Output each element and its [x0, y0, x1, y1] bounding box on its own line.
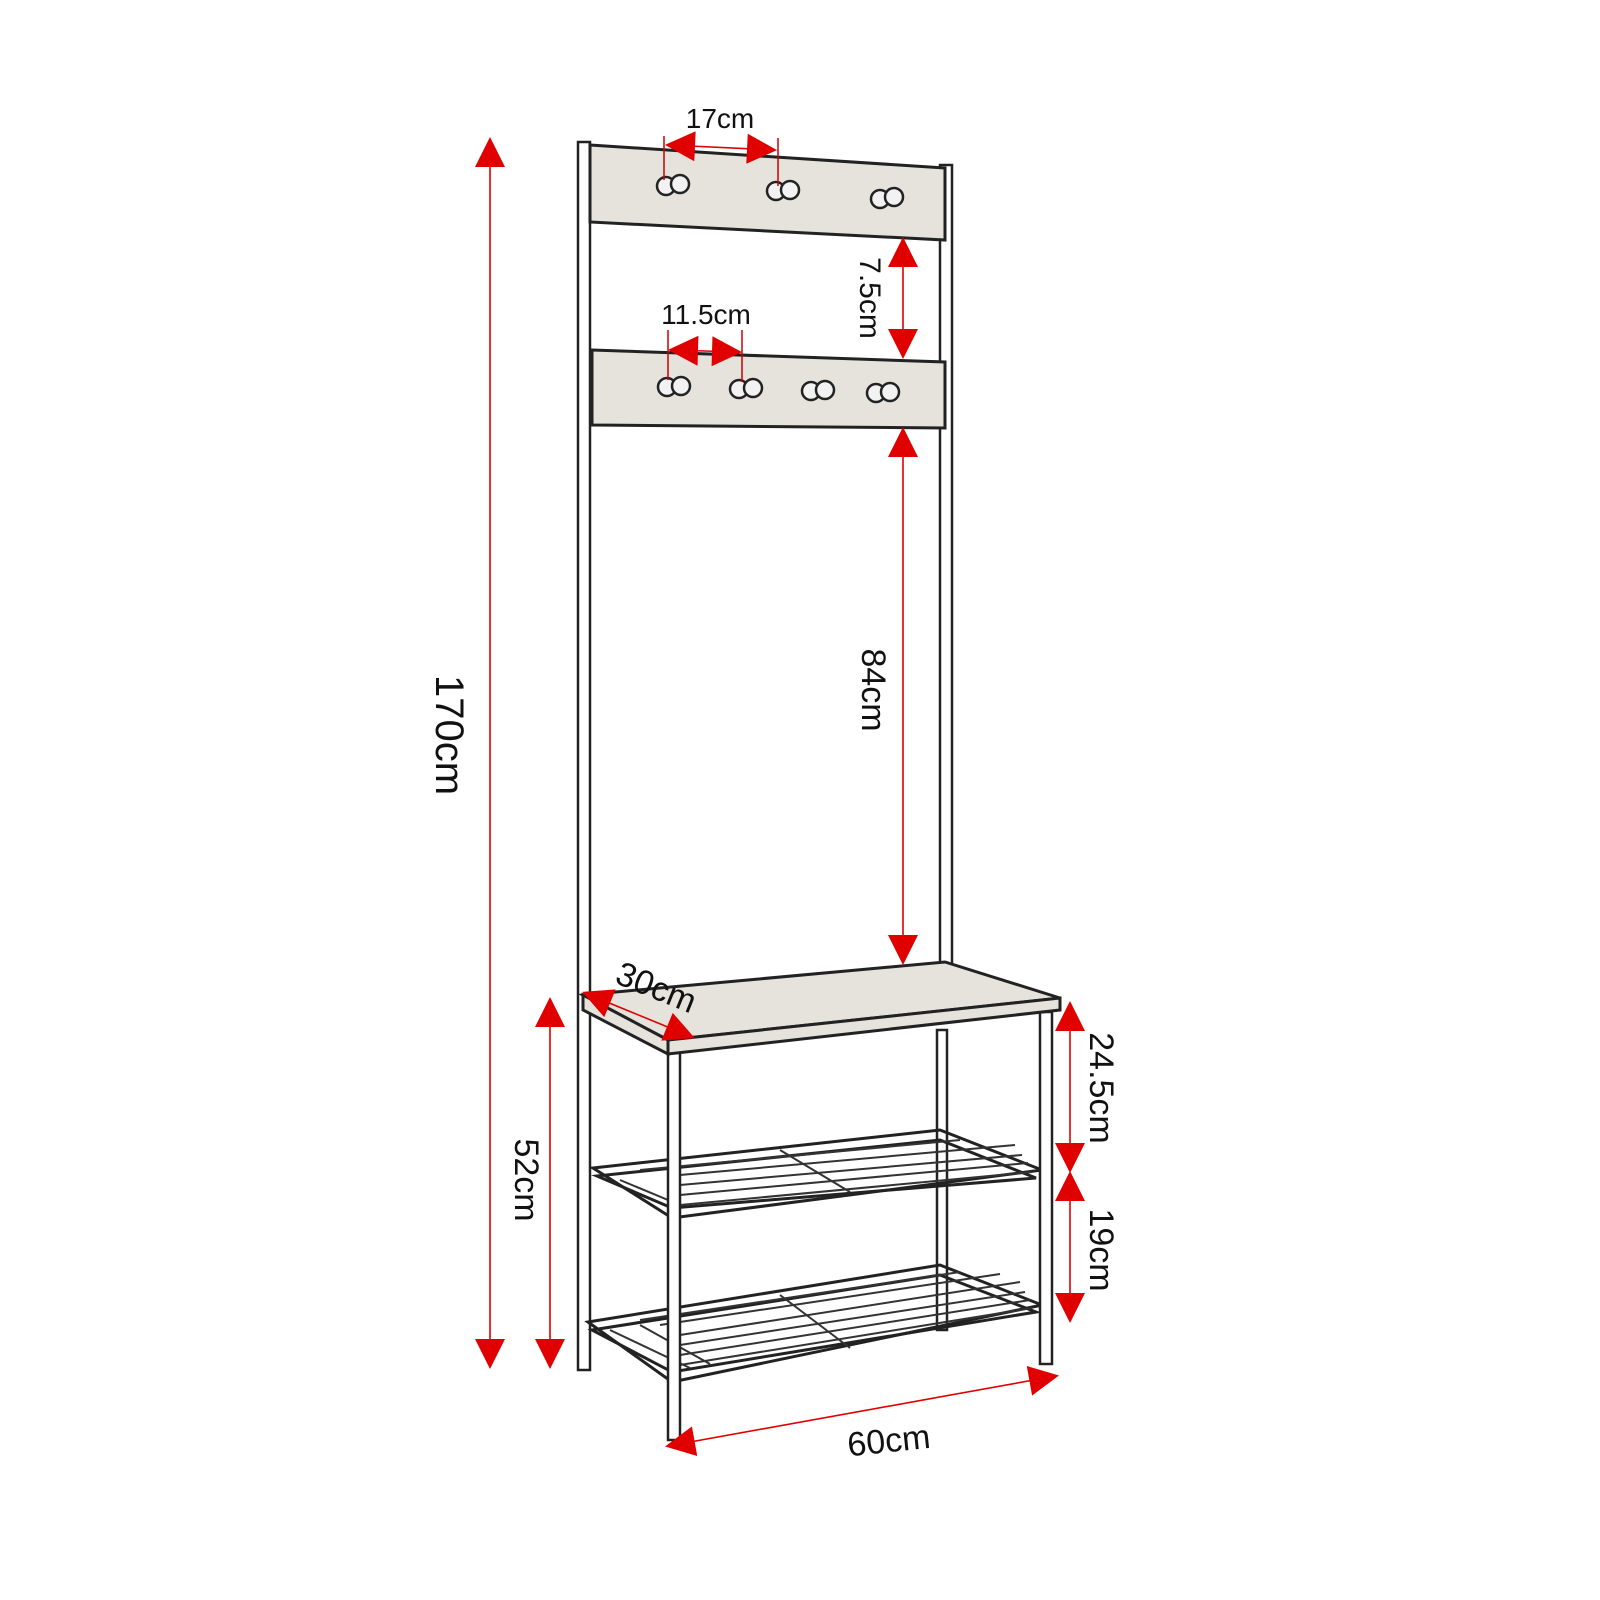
middle-shoe-shelf [588, 1128, 1043, 1220]
dimension-17cm: 17cm [663, 103, 779, 186]
dimension-170cm: 170cm [427, 137, 505, 1369]
label-170cm: 170cm [427, 675, 471, 795]
label-19cm: 19cm [1082, 1208, 1120, 1291]
label-24.5cm: 24.5cm [1082, 1032, 1120, 1144]
label-52cm: 52cm [507, 1138, 545, 1221]
hook-icon [869, 186, 905, 210]
hook-icon [865, 381, 901, 404]
dimension-7.5cm: 7.5cm [853, 237, 918, 359]
label-17cm: 17cm [686, 103, 754, 134]
second-hook-panel [590, 348, 947, 430]
hooks [655, 173, 905, 404]
hook-icon [800, 379, 836, 402]
front-left-leg [666, 1043, 682, 1442]
dimension-60cm: 60cm [665, 1366, 1059, 1464]
dimension-52cm: 52cm [507, 997, 565, 1369]
label-60cm: 60cm [846, 1418, 933, 1464]
hook-icon [655, 173, 691, 197]
front-right-leg [1038, 1010, 1054, 1366]
label-7.5cm: 7.5cm [853, 257, 886, 339]
dimension-19cm: 19cm [1055, 1171, 1120, 1323]
label-11.5cm: 11.5cm [661, 299, 751, 330]
bottom-shoe-shelf [584, 1263, 1048, 1384]
label-84cm: 84cm [854, 648, 892, 731]
hook-icon [765, 179, 801, 202]
right-back-post [938, 163, 954, 967]
left-back-post [576, 140, 592, 1372]
dimension-11.5cm: 11.5cm [661, 299, 751, 382]
hook-icon [728, 377, 764, 400]
hook-icon [656, 375, 692, 398]
dimension-84cm: 84cm [854, 427, 918, 965]
dimension-24.5cm: 24.5cm [1055, 1001, 1120, 1173]
coat-rack-drawing [576, 140, 1062, 1442]
